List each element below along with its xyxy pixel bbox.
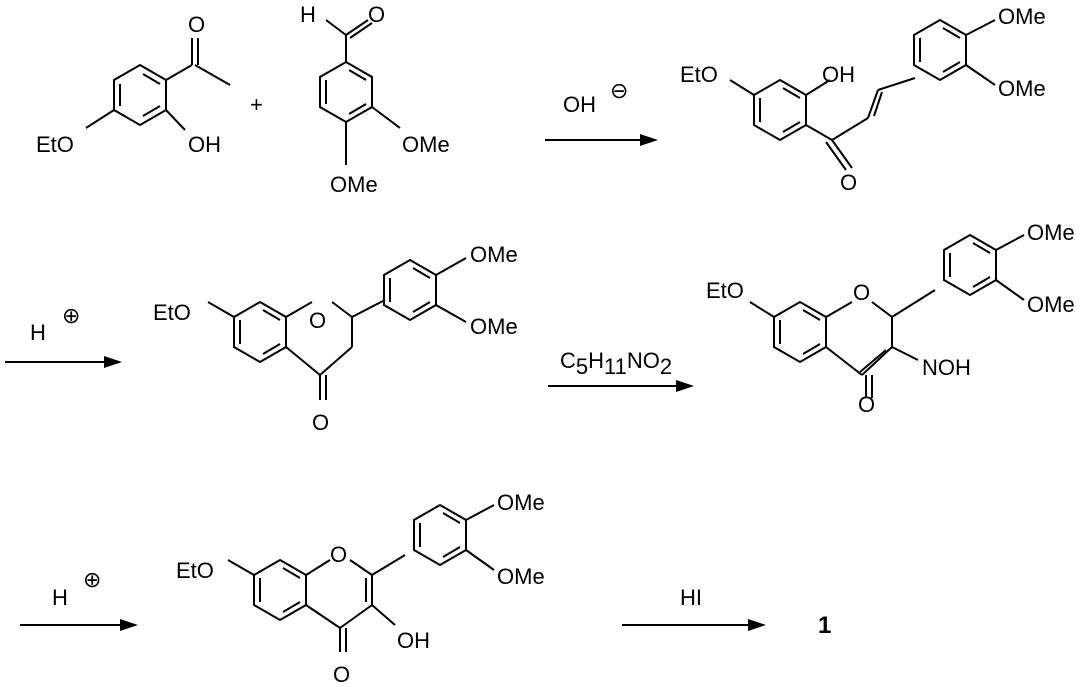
label-flavanone-ketone-o: O <box>312 410 329 435</box>
arrow-step-3: C5H11NO2 <box>548 348 694 392</box>
label-oxime-ethoxy: EtO <box>706 278 744 303</box>
label-oxime-noh: NOH <box>922 355 971 380</box>
plus-sign: + <box>250 92 263 117</box>
label-methoxy-4: OMe <box>330 172 378 197</box>
label-flavonol-methoxy-top: OMe <box>497 490 545 515</box>
reagent-hydroxide: OH <box>563 92 596 117</box>
arrow-step-1: OH ⊖ <box>545 78 658 146</box>
compound-veratraldehyde: H O OMe OMe <box>300 2 450 197</box>
label-chalcone-methoxy-bottom: OMe <box>998 76 1046 101</box>
label-chalcone-ketone-o: O <box>840 170 857 195</box>
label-ethoxy: EtO <box>36 132 74 157</box>
label-flavonol-hydroxy: OH <box>397 628 430 653</box>
product-label: 1 <box>818 612 831 639</box>
label-oxime-ketone-o: O <box>858 392 875 417</box>
arrow-step-5: HI <box>622 585 766 631</box>
reagent-isoamyl-nitrite: C5H11NO2 <box>560 348 672 379</box>
charge-positive-1: ⊕ <box>62 303 80 328</box>
arrow-step-4: H ⊕ <box>20 567 138 631</box>
label-flavanone-methoxy-bottom: OMe <box>470 314 518 339</box>
charge-positive-2: ⊕ <box>83 567 101 592</box>
compound-oxime: EtO O OMe OMe O NOH <box>706 220 1075 417</box>
label-chalcone-hydroxy: OH <box>822 62 855 87</box>
label-aldehyde-o: O <box>368 2 385 27</box>
label-oxime-methoxy-bottom: OMe <box>1027 292 1075 317</box>
reagent-acid-2: H <box>52 585 68 610</box>
reagent-acid-1: H <box>30 320 46 345</box>
reagent-hi: HI <box>680 585 702 610</box>
charge-negative: ⊖ <box>610 78 628 103</box>
label-flavonol-ethoxy: EtO <box>176 558 214 583</box>
label-flavonol-ring-o: O <box>330 542 347 567</box>
label-chalcone-methoxy-top: OMe <box>998 4 1046 29</box>
label-oxime-ring-o: O <box>853 280 870 305</box>
label-oxime-methoxy-top: OMe <box>1027 220 1075 245</box>
compound-chalcone: EtO OH OMe OMe O <box>680 4 1046 195</box>
compound-acetophenone: O EtO OH <box>36 12 231 157</box>
label-flavanone-methoxy-top: OMe <box>470 242 518 267</box>
label-flavanone-ethoxy: EtO <box>153 300 191 325</box>
label-flavanone-ring-o: O <box>309 308 326 333</box>
label-chalcone-ethoxy: EtO <box>680 62 718 87</box>
label-hydroxy: OH <box>188 132 221 157</box>
label-aldehyde-h: H <box>300 2 316 27</box>
compound-flavanone: EtO O OMe OMe O <box>153 242 518 435</box>
arrow-step-2: H ⊕ <box>5 303 122 368</box>
label-ketone-o: O <box>188 12 205 37</box>
label-methoxy-3: OMe <box>402 132 450 157</box>
label-flavonol-methoxy-bottom: OMe <box>497 564 545 589</box>
label-flavonol-ketone-o: O <box>333 662 350 687</box>
compound-flavonol: EtO O OMe OMe O OH <box>176 490 545 687</box>
